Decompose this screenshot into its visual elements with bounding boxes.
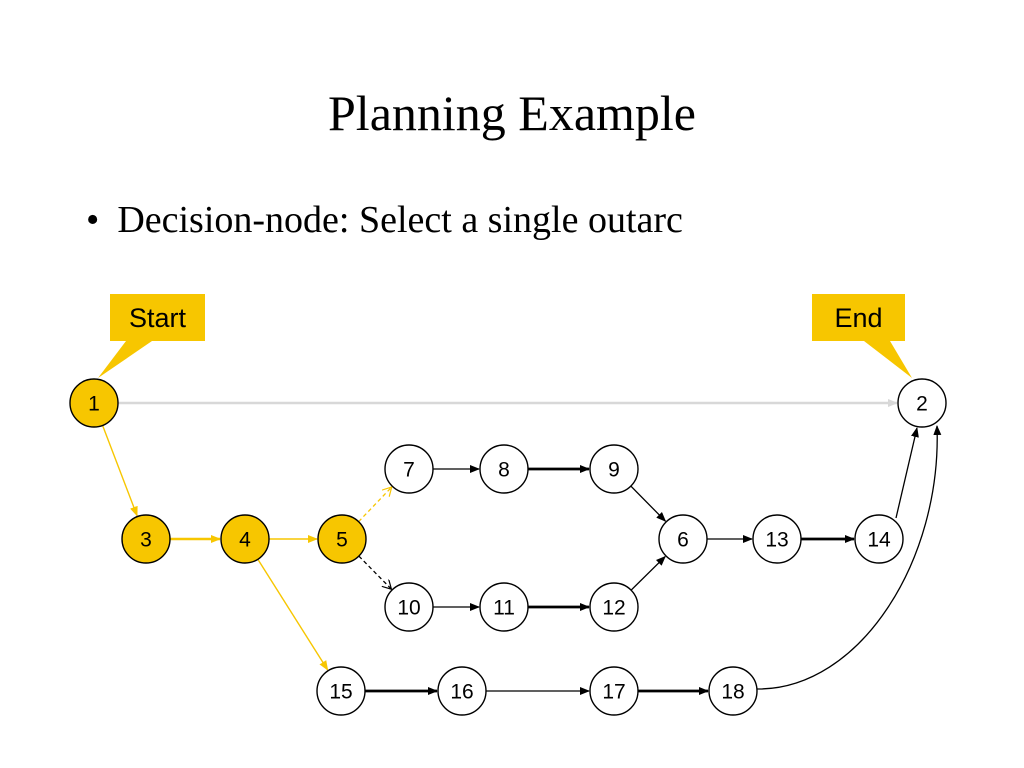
node-4-circle (220, 514, 270, 564)
node-12: 12 (589, 582, 639, 632)
edge-5-to-7 (358, 487, 392, 523)
end-callout-box (812, 294, 905, 341)
node-9-label: 9 (608, 459, 620, 482)
node-15-label: 15 (329, 681, 352, 704)
node-14-circle (854, 514, 904, 564)
node-2: 2 (897, 378, 947, 428)
edge-5-to-10 (358, 555, 392, 589)
edge-4-to-15 (257, 558, 329, 671)
node-4: 4 (220, 514, 270, 564)
node-8-label: 8 (498, 459, 510, 482)
edge-12-to-6 (630, 555, 666, 591)
node-3-circle (121, 514, 171, 564)
node-14: 14 (854, 514, 904, 564)
bullet-text: Decision-node: Select a single outarc (117, 199, 683, 241)
edge-18-to-2 (756, 425, 942, 690)
edge-14-to-2 (895, 427, 919, 519)
node-10-label: 10 (397, 597, 420, 620)
node-13-circle (752, 514, 802, 564)
node-15-circle (316, 666, 366, 716)
node-7: 7 (384, 444, 434, 494)
node-17-label: 17 (602, 681, 625, 704)
start-callout-box (110, 294, 205, 341)
node-13: 13 (752, 514, 802, 564)
node-4-label: 4 (239, 529, 251, 552)
node-13-label: 13 (765, 529, 788, 552)
node-16-circle (437, 666, 487, 716)
node-1: 1 (69, 378, 119, 428)
node-1-label: 1 (88, 393, 100, 416)
node-7-circle (384, 444, 434, 494)
node-17: 17 (589, 666, 639, 716)
node-9: 9 (589, 444, 639, 494)
node-11: 11 (479, 582, 529, 632)
end-callout: End (812, 294, 912, 378)
edge-9-to-6 (630, 485, 667, 522)
node-1-circle (69, 378, 119, 428)
node-10-circle (384, 582, 434, 632)
node-15: 15 (316, 666, 366, 716)
node-11-circle (479, 582, 529, 632)
end-callout-label: End (834, 303, 882, 333)
bullet-dot: • (86, 199, 100, 241)
node-6-label: 6 (677, 529, 689, 552)
edge-1-to-3 (101, 425, 138, 517)
bullet-item: • Decision-node: Select a single outarc (86, 198, 683, 242)
node-18-circle (708, 666, 758, 716)
node-16-label: 16 (450, 681, 473, 704)
node-5: 5 (317, 514, 367, 564)
slide-title: Planning Example (328, 85, 696, 141)
node-7-label: 7 (403, 459, 415, 482)
node-2-label: 2 (916, 393, 928, 416)
node-14-label: 14 (867, 529, 891, 552)
node-9-circle (589, 444, 639, 494)
node-6: 6 (658, 514, 708, 564)
node-10: 10 (384, 582, 434, 632)
edges-layer (101, 399, 942, 695)
node-3-label: 3 (140, 529, 152, 552)
start-callout-label: Start (129, 303, 187, 333)
node-2-circle (897, 378, 947, 428)
node-3: 3 (121, 514, 171, 564)
end-callout-pointer (864, 341, 912, 378)
node-6-circle (658, 514, 708, 564)
node-16: 16 (437, 666, 487, 716)
node-11-label: 11 (493, 597, 515, 620)
node-17-circle (589, 666, 639, 716)
node-8-circle (479, 444, 529, 494)
node-12-label: 12 (602, 597, 625, 620)
node-12-circle (589, 582, 639, 632)
node-18: 18 (708, 666, 758, 716)
node-8: 8 (479, 444, 529, 494)
start-callout: Start (98, 294, 205, 378)
node-5-label: 5 (336, 529, 348, 552)
start-callout-pointer (98, 341, 152, 378)
node-18-label: 18 (721, 681, 744, 704)
node-5-circle (317, 514, 367, 564)
